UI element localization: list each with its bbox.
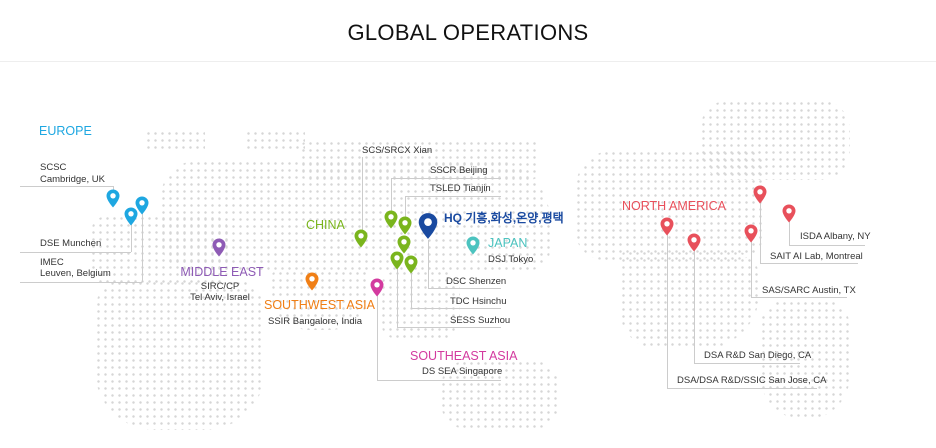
china-location-pin-icon[interactable] <box>404 255 418 274</box>
north-america-location-pin-icon[interactable] <box>782 204 796 223</box>
site-label: TDC Hsinchu <box>450 296 507 307</box>
north-america-location-pin-icon[interactable] <box>744 224 758 243</box>
site-label: ISDA Albany, NY <box>800 231 871 242</box>
hq-label: HQ 기흥,화성,온양,평택 <box>444 211 564 225</box>
page-title: GLOBAL OPERATIONS <box>347 20 589 45</box>
divider <box>0 61 936 62</box>
site-label: DSJ Tokyo <box>488 254 534 265</box>
japan-location-pin-icon[interactable] <box>466 236 480 255</box>
region-label-japan: JAPAN <box>488 236 528 250</box>
southwest-asia-location-pin-icon[interactable] <box>305 272 319 291</box>
site-label: Tel Aviv, Israel <box>190 292 250 303</box>
region-label-china: CHINA <box>306 218 345 232</box>
north-america-location-pin-icon[interactable] <box>753 185 767 204</box>
site-label: SSCR Beijing <box>430 165 488 176</box>
site-label: TSLED Tianjin <box>430 183 491 194</box>
site-label: DSA R&D San Diego, CA <box>704 350 812 361</box>
site-label: SAS/SARC Austin, TX <box>762 285 856 296</box>
site-label: SIRC/CP <box>200 281 240 292</box>
europe-location-pin-icon[interactable] <box>106 189 120 208</box>
china-location-pin-icon[interactable] <box>398 216 412 235</box>
site-label: DSA/DSA R&D/SSIC San Jose, CA <box>677 375 827 386</box>
middle-east-location-pin-icon[interactable] <box>212 238 226 257</box>
site-label: SSIR Bangalore, India <box>268 316 363 327</box>
site-label: DSC Shenzen <box>446 276 507 287</box>
site-label: DSE Munchen <box>40 238 102 249</box>
region-label-north-america: NORTH AMERICA <box>622 199 726 213</box>
site-label: SCS/SRCX Xian <box>362 145 433 156</box>
china-location-pin-icon[interactable] <box>384 210 398 229</box>
site-label: DS SEA Singapore <box>422 366 503 377</box>
north-america-location-pin-icon[interactable] <box>687 233 701 252</box>
site-label: SCSC <box>40 162 67 173</box>
region-label-middle-east: MIDDLE EAST <box>180 265 264 279</box>
site-label: IMEC <box>40 257 64 268</box>
region-label-southeast-asia: SOUTHEAST ASIA <box>410 349 518 363</box>
europe-location-pin-icon[interactable] <box>135 196 149 215</box>
site-label: SESS Suzhou <box>450 315 511 326</box>
southeast-asia-location-pin-icon[interactable] <box>370 278 384 297</box>
china-location-pin-icon[interactable] <box>354 229 368 248</box>
site-label: Cambridge, UK <box>40 174 105 185</box>
site-label: Leuven, Belgium <box>40 268 111 279</box>
region-label-europe: EUROPE <box>39 124 92 138</box>
hq-location-pin-icon[interactable] <box>418 212 438 240</box>
china-location-pin-icon[interactable] <box>390 251 404 270</box>
site-label: SAIT AI Lab, Montreal <box>770 251 863 262</box>
region-label-southwest-asia: SOUTHWEST ASIA <box>264 298 375 312</box>
north-america-location-pin-icon[interactable] <box>660 217 674 236</box>
